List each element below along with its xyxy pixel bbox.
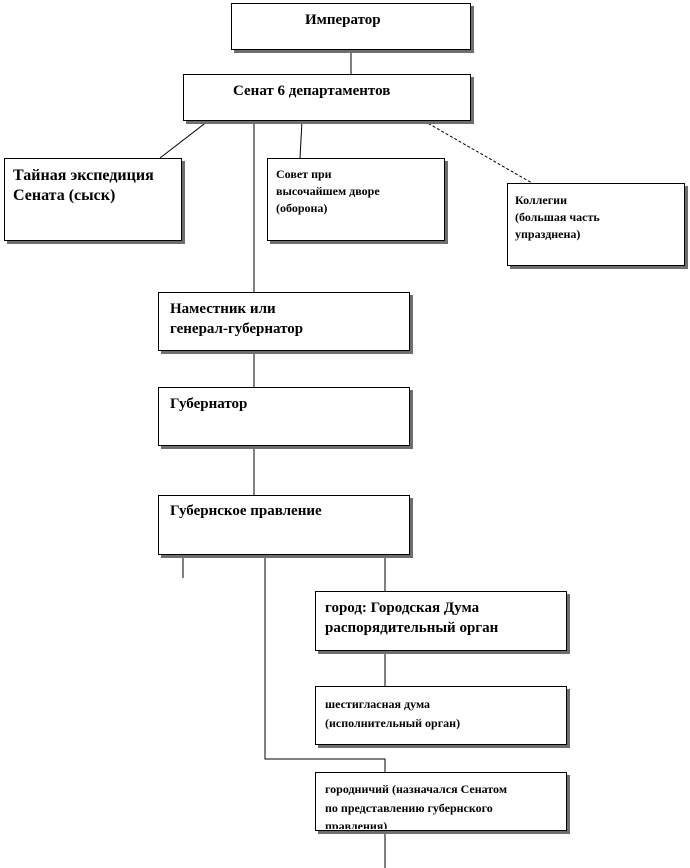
- node-council-label: Совет при высочайшем дворе (оборона): [276, 167, 380, 215]
- node-council: [267, 158, 445, 241]
- line-senate-colleges: [423, 120, 533, 184]
- node-emperor: [231, 3, 471, 50]
- line-senate-council: [299, 120, 303, 159]
- node-secret-expedition-label: Тайная экспедиция Сената (сыск): [13, 167, 154, 204]
- node-viceroy: [158, 292, 410, 351]
- node-secret-expedition: [4, 158, 182, 241]
- node-colleges: [507, 183, 685, 266]
- line-board-mayor: [264, 555, 386, 772]
- node-senate: [183, 74, 471, 121]
- node-mayor-label: городничий (назначался Сенатом по предст…: [325, 782, 507, 829]
- node-city-duma: [315, 591, 567, 651]
- node-six-duma: [315, 686, 567, 745]
- node-governor-label: Губернатор: [170, 396, 248, 412]
- node-provincial-board-label: Губернское правление: [170, 503, 322, 519]
- node-provincial-board: [158, 495, 410, 555]
- node-city-duma-label: город: Городская Дума распорядительный о…: [325, 600, 499, 637]
- node-governor: [158, 387, 410, 446]
- line-senate-secret: [159, 120, 209, 159]
- node-emperor-label: Император: [305, 12, 381, 28]
- node-viceroy-label: Наместник или генерал-губернатор: [170, 301, 304, 338]
- node-six-duma-label: шестигласная дума (исполнительный орган): [325, 697, 461, 730]
- node-senate-label: Сенат 6 департаментов: [233, 83, 391, 99]
- node-colleges-label: Коллегии (большая часть упразднена): [515, 193, 600, 241]
- node-mayor: [315, 772, 567, 831]
